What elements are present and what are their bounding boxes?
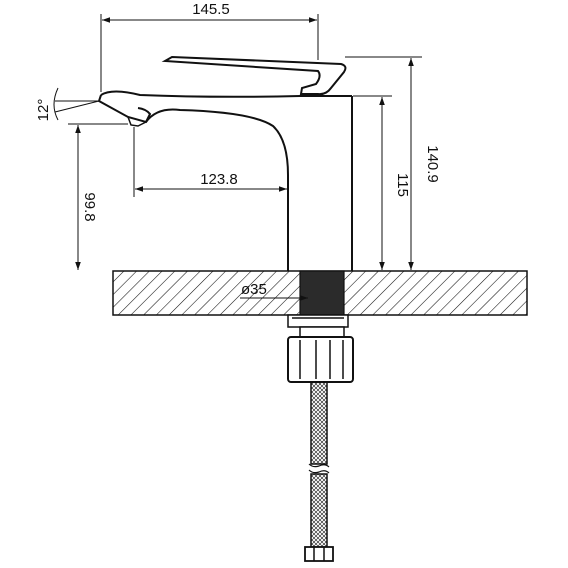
mounting-shank (299, 270, 345, 316)
braided-hose-lower (310, 473, 328, 548)
dimension-lines (53, 14, 422, 301)
dim-overall-height: 140.9 (424, 145, 441, 183)
washer (287, 314, 349, 328)
dim-angle: 12° (35, 99, 52, 122)
under-counter-fittings (287, 314, 354, 562)
countertop (112, 270, 528, 316)
dim-body-height: 115 (394, 173, 411, 197)
dim-overall-width: 145.5 (192, 1, 230, 18)
lever-handle (161, 55, 347, 96)
dim-spout-height: 99.8 (81, 192, 98, 221)
dim-spout-reach: 123.8 (200, 171, 238, 188)
braided-hose-upper (310, 381, 328, 465)
dim-hole-diameter: ø35 (241, 281, 267, 298)
lock-nut (299, 326, 345, 338)
faucet-body (97, 55, 353, 271)
spout-underside (145, 108, 289, 271)
spout-top (100, 90, 352, 98)
aerator (127, 116, 147, 127)
hose-connector (304, 546, 334, 562)
spout-nose (97, 94, 152, 124)
